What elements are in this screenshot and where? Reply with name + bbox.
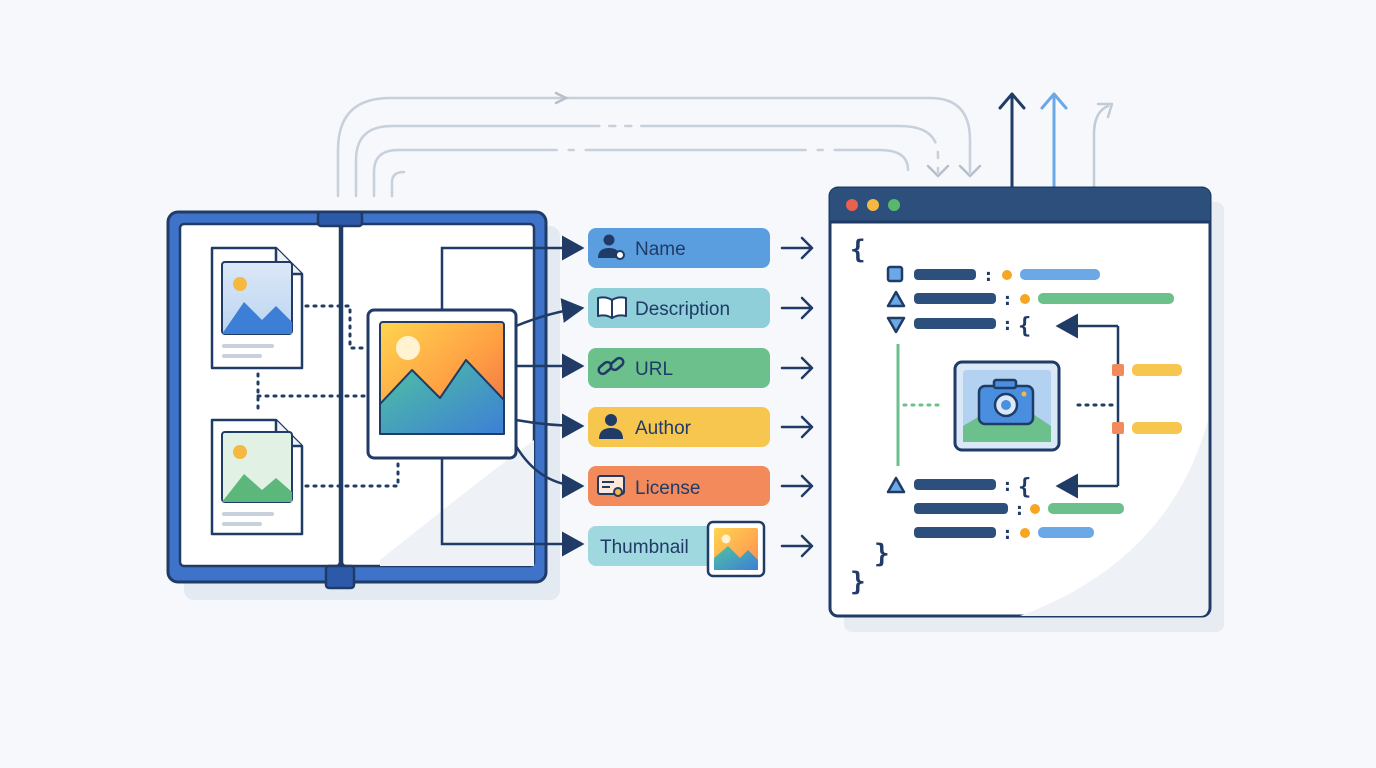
json-row: : { bbox=[886, 314, 1031, 339]
certificate-icon bbox=[597, 475, 625, 497]
json-row: : { bbox=[886, 475, 1031, 500]
field-label: Name bbox=[635, 239, 686, 260]
camera-card bbox=[953, 360, 1061, 452]
triangle-up-icon bbox=[886, 290, 906, 308]
field-author: Author bbox=[588, 407, 770, 447]
pill-arrows bbox=[780, 236, 814, 558]
json-colon: : bbox=[1014, 499, 1025, 520]
json-inner-close-brace: } bbox=[874, 539, 890, 569]
user-gear-icon bbox=[598, 234, 625, 260]
json-nested-field bbox=[1112, 364, 1182, 376]
window-close-dot[interactable] bbox=[846, 199, 858, 211]
field-list: Name Description URL bbox=[588, 228, 770, 578]
photo-album bbox=[166, 210, 560, 600]
json-colon: : bbox=[983, 265, 994, 286]
field-label: Description bbox=[635, 299, 730, 320]
window-minimize-dot[interactable] bbox=[867, 199, 879, 211]
json-colon: : bbox=[1002, 475, 1013, 496]
window-maximize-dot[interactable] bbox=[888, 199, 900, 211]
field-connectors bbox=[440, 235, 585, 557]
link-icon bbox=[597, 356, 625, 376]
main-photo bbox=[366, 308, 518, 460]
json-colon: : bbox=[1002, 523, 1013, 544]
json-row: : bbox=[886, 265, 1100, 286]
dotted-connectors bbox=[256, 304, 400, 488]
square-bullet-icon bbox=[886, 265, 904, 283]
output-arrows bbox=[998, 92, 1114, 190]
field-label: Thumbnail bbox=[600, 537, 689, 558]
field-name: Name bbox=[588, 228, 770, 268]
image-file-icon bbox=[210, 246, 304, 370]
image-icon bbox=[706, 520, 766, 578]
json-colon: : bbox=[1002, 289, 1013, 310]
image-file-icon bbox=[210, 418, 304, 536]
json-nested-open: { bbox=[1018, 314, 1031, 339]
field-url: URL bbox=[588, 348, 770, 388]
triangle-up-icon bbox=[886, 476, 906, 494]
json-close-brace: } bbox=[850, 567, 866, 597]
json-nested-open: { bbox=[1018, 475, 1031, 500]
field-thumbnail: Thumbnail bbox=[588, 520, 766, 578]
field-label: Author bbox=[635, 418, 692, 439]
json-nested-field bbox=[1112, 422, 1182, 434]
top-connector-lines bbox=[336, 91, 982, 198]
field-license: License bbox=[588, 466, 770, 506]
json-open-brace: { bbox=[850, 235, 866, 265]
json-row: : bbox=[914, 523, 1094, 544]
field-description: Description bbox=[588, 288, 770, 328]
json-row: : bbox=[914, 499, 1124, 520]
json-window: { : : : { bbox=[828, 186, 1224, 632]
json-colon: : bbox=[1002, 314, 1013, 335]
json-row: : bbox=[886, 289, 1174, 310]
person-icon bbox=[599, 414, 623, 439]
field-label: URL bbox=[635, 359, 673, 380]
triangle-down-icon bbox=[886, 316, 906, 334]
camera-icon bbox=[977, 378, 1035, 426]
open-book-icon bbox=[597, 296, 627, 319]
field-label: License bbox=[635, 478, 701, 499]
